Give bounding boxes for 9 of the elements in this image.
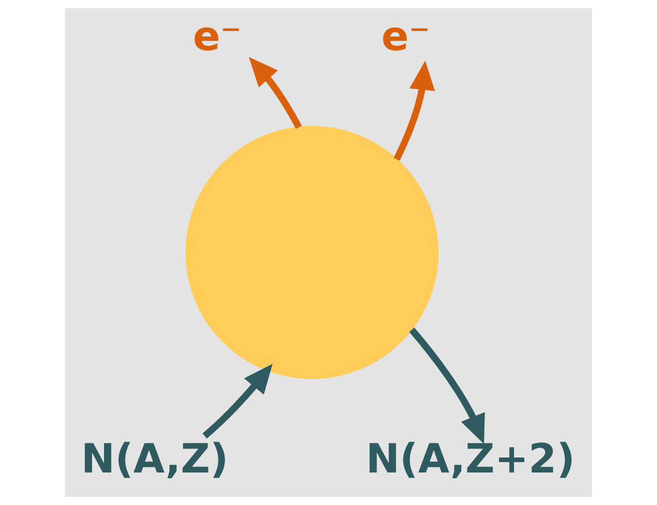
- arrow: [248, 57, 302, 129]
- node-text: e⁻: [381, 12, 430, 60]
- node-circle: [185, 126, 439, 380]
- arrow: [202, 364, 273, 438]
- arrow: [409, 328, 485, 444]
- node-text: N(A,Z+2): [366, 436, 576, 483]
- node-text: e⁻: [192, 12, 242, 60]
- node-text: N(A,Z): [81, 436, 228, 483]
- arrow: [394, 60, 435, 161]
